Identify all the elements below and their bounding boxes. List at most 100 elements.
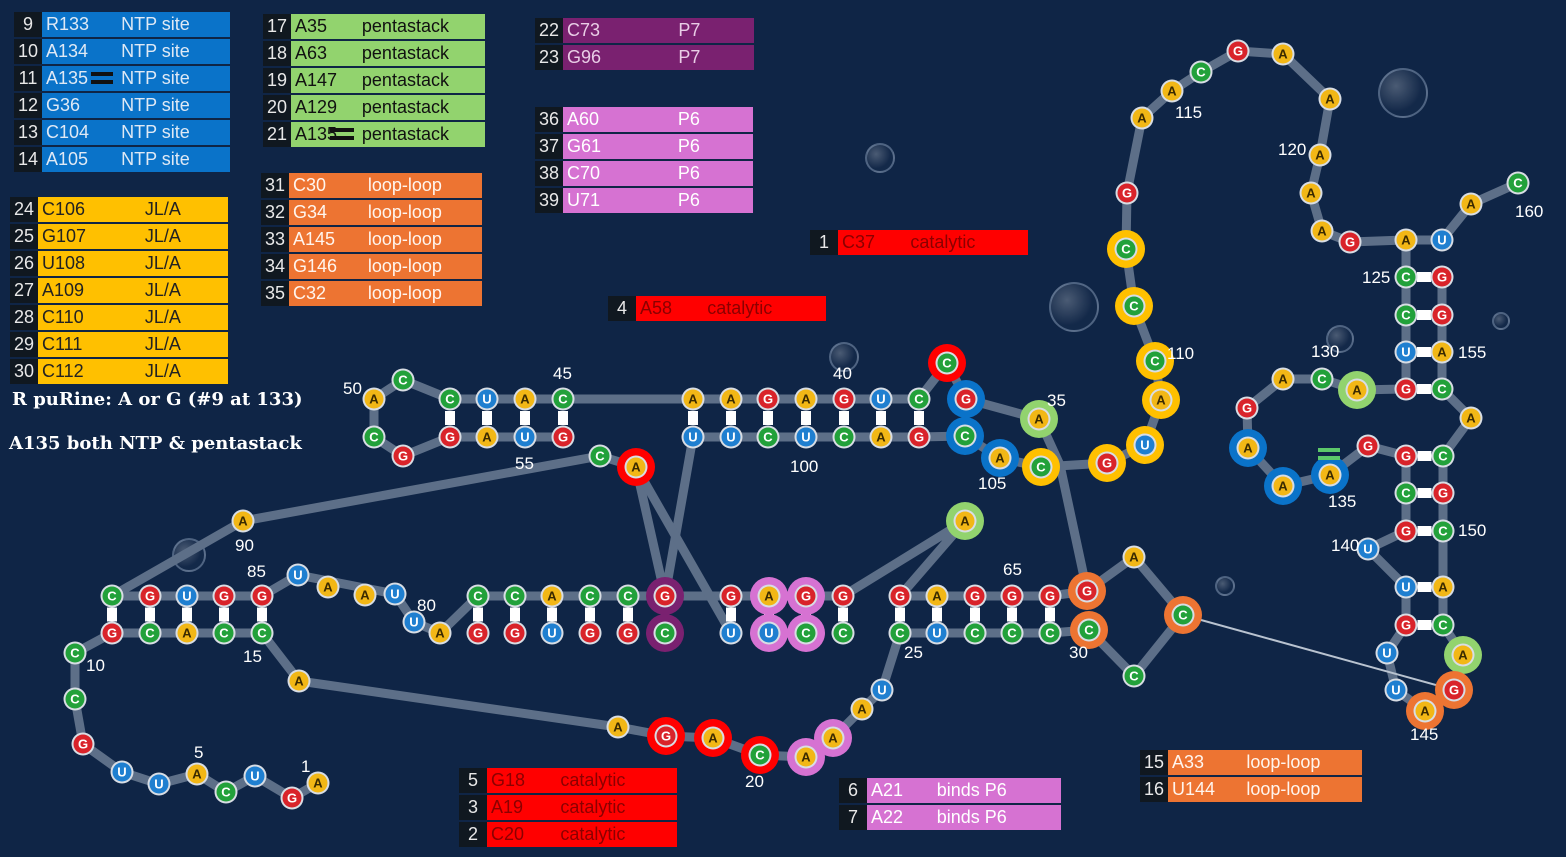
nucleotide-g: G: [1235, 396, 1259, 420]
nucleotide-c: C: [250, 621, 274, 645]
nucleotide-c: C: [787, 614, 825, 652]
nucleotide-letter: G: [1437, 308, 1447, 323]
base-pair-bond: [1417, 488, 1432, 498]
nucleotide-u: U: [750, 614, 788, 652]
position-label: 5: [194, 743, 203, 762]
residue-cell: G96: [563, 44, 675, 72]
row-number: 33: [261, 226, 289, 254]
nucleotide-letter: U: [1363, 542, 1372, 557]
nucleotide-g: G: [1338, 230, 1362, 254]
nucleotide-fill: [871, 427, 891, 447]
nucleotide-letter: C: [595, 449, 605, 464]
nucleotide-c: C: [551, 387, 575, 411]
nucleotide-letter: C: [398, 373, 408, 388]
nucleotide-letter: G: [763, 392, 773, 407]
nucleotide-a: A: [362, 387, 386, 411]
nucleotide-fill: [1432, 342, 1452, 362]
nucleotide-c: C: [1115, 287, 1153, 325]
nucleotide-fill: [721, 427, 741, 447]
nucleotide-g: G: [947, 380, 985, 418]
nucleotide-c: C: [831, 621, 855, 645]
nucleotide-fill: [1151, 390, 1171, 410]
nucleotide-c: C: [1394, 481, 1418, 505]
nucleotide-fill: [102, 586, 122, 606]
nucleotide-fill: [1273, 476, 1293, 496]
nucleotide-letter: A: [1420, 704, 1430, 719]
nucleotide-fill: [1162, 81, 1182, 101]
nucleotide-letter: A: [613, 720, 623, 735]
nucleotide-c: C: [946, 417, 984, 455]
nucleotide-letter: A: [1167, 84, 1177, 99]
nucleotide-fill: [656, 726, 676, 746]
role-cell: pentastack: [357, 67, 485, 95]
nucleotide-c: C: [907, 387, 931, 411]
nucleotide-a: A: [1264, 467, 1302, 505]
nucleotide-letter: A: [192, 767, 202, 782]
backbone-strand: [660, 432, 698, 601]
nucleotide-letter: A: [857, 702, 867, 717]
role-cell: pentastack: [357, 14, 485, 41]
row-number: 12: [14, 92, 42, 120]
nucleotide-letter: C: [970, 626, 980, 641]
nucleotide-letter: U: [764, 626, 773, 641]
nucleotide-letter: G: [726, 589, 736, 604]
nucleotide-a: A: [540, 584, 564, 608]
nucleotide-fill: [1432, 379, 1452, 399]
nucleotide-letter: C: [1401, 486, 1411, 501]
position-label: 100: [790, 457, 818, 476]
nucleotide-letter: G: [961, 392, 971, 407]
base-pair-bond: [876, 411, 886, 425]
nucleotide-fill: [1377, 643, 1397, 663]
nucleotide-letter: C: [1437, 382, 1447, 397]
nucleotide-c: C: [1136, 342, 1174, 380]
nucleotide-letter: C: [1401, 308, 1411, 323]
nucleotide-a: A: [513, 387, 537, 411]
nucleotide-a: A: [694, 719, 732, 757]
nucleotide-letter: G: [558, 430, 568, 445]
row-number: 15: [1140, 750, 1168, 777]
position-label: 120: [1278, 140, 1306, 159]
nucleotide-u: U: [383, 582, 407, 606]
nucleotide-fill: [505, 623, 525, 643]
nucleotide-fill: [1396, 521, 1416, 541]
nucleotide-u: U: [1384, 678, 1408, 702]
nucleotide-a: A: [1130, 106, 1154, 130]
residue-cell: A22: [867, 804, 933, 832]
nucleotide-fill: [1116, 239, 1136, 259]
nucleotide-c: C: [1310, 367, 1334, 391]
nucleotide-fill: [515, 427, 535, 447]
position-label: 55: [515, 454, 534, 473]
row-number: 7: [839, 804, 867, 832]
position-label: 115: [1175, 103, 1202, 122]
nucleotide-letter: A: [1315, 148, 1325, 163]
nucleotide-fill: [1077, 581, 1097, 601]
role-cell: NTP site: [117, 12, 230, 39]
position-label: 135: [1328, 492, 1356, 511]
residue-cell: C70: [563, 160, 674, 188]
nucleotide-c: C: [578, 584, 602, 608]
nucleotide-fill: [1396, 230, 1416, 250]
nucleotide-u: U: [540, 621, 564, 645]
role-cell: catalytic: [906, 230, 1028, 257]
residue-cell: A135: [291, 121, 358, 149]
position-label: 85: [247, 562, 266, 581]
nucleotide-fill: [385, 584, 405, 604]
nucleotide-letter: G: [78, 737, 88, 752]
nucleotide-fill: [1432, 267, 1452, 287]
nucleotide-u: U: [1375, 641, 1399, 665]
nucleotide-c: C: [466, 584, 490, 608]
role-cell: binds P6: [932, 804, 1061, 832]
nucleotide-letter: U: [1382, 646, 1391, 661]
nucleotide-fill: [1396, 446, 1416, 466]
nucleotide-fill: [440, 427, 460, 447]
nucleotide-letter: U: [117, 765, 126, 780]
